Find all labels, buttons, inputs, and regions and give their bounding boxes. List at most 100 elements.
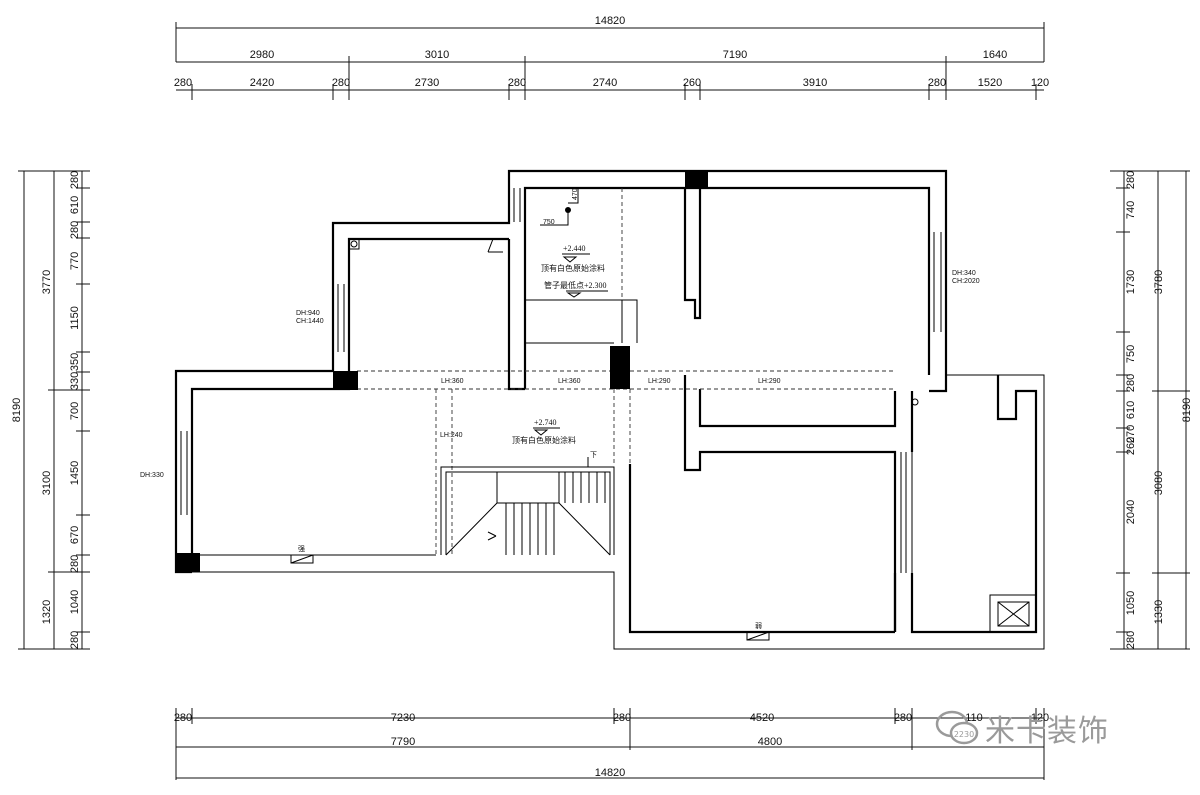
top-row1-dim: 3010	[425, 49, 449, 61]
right-overlap-dim: 260	[1125, 437, 1137, 455]
beam-height-label: LH:360	[558, 378, 581, 385]
small-dim-a: 750	[543, 219, 555, 226]
left-row2-dim: 330	[69, 372, 81, 390]
column	[610, 346, 630, 389]
fixtures: 750 470 强 弱	[290, 188, 1037, 641]
pipe-icon	[911, 398, 919, 406]
right-row2-dim: 2040	[1125, 500, 1137, 524]
right-dimensions: 280 740 1730 750 280 610 270 260 2040 10…	[1110, 170, 1193, 650]
top-row2-dim: 280	[508, 77, 526, 89]
right-row2-dim: 1050	[1125, 591, 1137, 615]
level-mark-1: +2.440	[563, 244, 586, 253]
drain-marker	[348, 238, 360, 250]
left-overall-dim: 8190	[11, 398, 23, 422]
strong-box-icon	[290, 554, 314, 564]
left-row2-dim: 670	[69, 526, 81, 544]
top-row2-dim: 120	[1031, 77, 1049, 89]
left-row2-dim: 350	[69, 353, 81, 371]
walls	[174, 169, 1045, 650]
left-row2-dim: 1040	[69, 590, 81, 614]
right-row2-dim: 270	[1125, 425, 1137, 443]
window-label: DH:330	[140, 472, 164, 479]
right-row2-dim: 280	[1125, 374, 1137, 392]
window-label: CH:2020	[952, 278, 980, 285]
bottom-row2-dim: 280	[174, 712, 192, 724]
left-row2-dim: 280	[69, 555, 81, 573]
top-row2-dim: 1520	[978, 77, 1002, 89]
top-row2-dim: 2730	[415, 77, 439, 89]
left-row1-dim: 1320	[41, 600, 53, 624]
annotations: +2.440 顶有白色原始涂料 管子最低点+2.300 +2.740 顶有白色原…	[140, 244, 980, 479]
bottom-row1-dim: 7790	[391, 736, 415, 748]
columns	[176, 171, 708, 572]
bottom-dimensions: 280 7230 280 4520 280 110 120 7790 4800 …	[174, 708, 1049, 780]
stair-down-label: 下	[590, 451, 597, 459]
left-row1-dim: 3100	[41, 471, 53, 495]
level-note-2: 顶有白色原始涂料	[512, 435, 576, 445]
left-row1-dim: 3770	[41, 270, 53, 294]
bottom-row1-dim: 4800	[758, 736, 782, 748]
window-label: DH:940	[296, 310, 320, 317]
left-row2-dim: 700	[69, 402, 81, 420]
column	[176, 553, 200, 572]
bottom-row2-dim: 280	[894, 712, 912, 724]
top-row2-dim: 280	[174, 77, 192, 89]
shaft-box	[989, 594, 1037, 633]
staircase: 下	[440, 451, 615, 556]
beam-height-label: LH:240	[440, 432, 463, 439]
right-row2-dim: 750	[1125, 345, 1137, 363]
top-row1-dim: 1640	[983, 49, 1007, 61]
top-overall-dim: 14820	[595, 15, 626, 27]
strong-box-label: 强	[298, 545, 305, 553]
bottom-row2-dim: 4520	[750, 712, 774, 724]
bottom-row2-dim: 7230	[391, 712, 415, 724]
bottom-row2-dim: 120	[1031, 712, 1049, 724]
weak-box-label: 弱	[755, 622, 762, 630]
right-row2-dim: 740	[1125, 201, 1137, 219]
wechat-icon: 2230	[935, 710, 979, 745]
top-row2-dim: 280	[928, 77, 946, 89]
left-dimensions: 8190 3770 3100 1320 280 610 280 770 1150…	[11, 170, 90, 650]
right-row1-dim: 3780	[1153, 270, 1165, 294]
bottom-overall-dim: 14820	[595, 767, 626, 779]
bottom-row2-dim: 280	[613, 712, 631, 724]
beam-height-label: LH:290	[758, 378, 781, 385]
drain-icon	[350, 240, 358, 248]
weak-box-icon	[746, 631, 770, 641]
column	[333, 371, 358, 390]
right-row2-dim: 280	[1125, 631, 1137, 649]
left-row2-dim: 280	[69, 221, 81, 239]
watermark: 2230 米卡装饰	[935, 706, 1109, 750]
left-row2-dim: 1450	[69, 461, 81, 485]
top-row2-dim: 3910	[803, 77, 827, 89]
watermark-text: 米卡装饰	[985, 714, 1109, 749]
right-row2-dim: 1730	[1125, 270, 1137, 294]
right-row1-dim: 3080	[1153, 471, 1165, 495]
left-row2-dim: 610	[69, 196, 81, 214]
top-row2-dim: 260	[683, 77, 701, 89]
bottom-row2-dim: 110	[965, 712, 983, 724]
pipe-note: 管子最低点+2.300	[544, 280, 607, 290]
right-overall-dim: 8190	[1181, 398, 1193, 422]
top-row2-dim: 2420	[250, 77, 274, 89]
top-row2-dim: 2740	[593, 77, 617, 89]
left-row2-dim: 280	[69, 171, 81, 189]
watermark-badge: 2230	[954, 730, 974, 739]
shaft-icon	[997, 601, 1030, 627]
beam-height-label: LH:360	[441, 378, 464, 385]
top-dimensions: 14820 2980 3010 7190 1640 280 2420 280 2…	[174, 15, 1049, 100]
small-dim-b: 470	[572, 188, 579, 200]
right-row2-dim: 610	[1125, 401, 1137, 419]
left-row2-dim: 280	[69, 631, 81, 649]
column	[685, 171, 708, 188]
left-row2-dim: 770	[69, 252, 81, 270]
right-row2-dim: 280	[1125, 171, 1137, 189]
window-label: DH:340	[952, 270, 976, 277]
window-label: CH:1440	[296, 318, 324, 325]
level-mark-2: +2.740	[534, 418, 557, 427]
level-note-1: 顶有白色原始涂料	[541, 263, 605, 273]
top-row2-dim: 280	[332, 77, 350, 89]
beam-height-label: LH:290	[648, 378, 671, 385]
right-row1-dim: 1330	[1153, 600, 1165, 624]
